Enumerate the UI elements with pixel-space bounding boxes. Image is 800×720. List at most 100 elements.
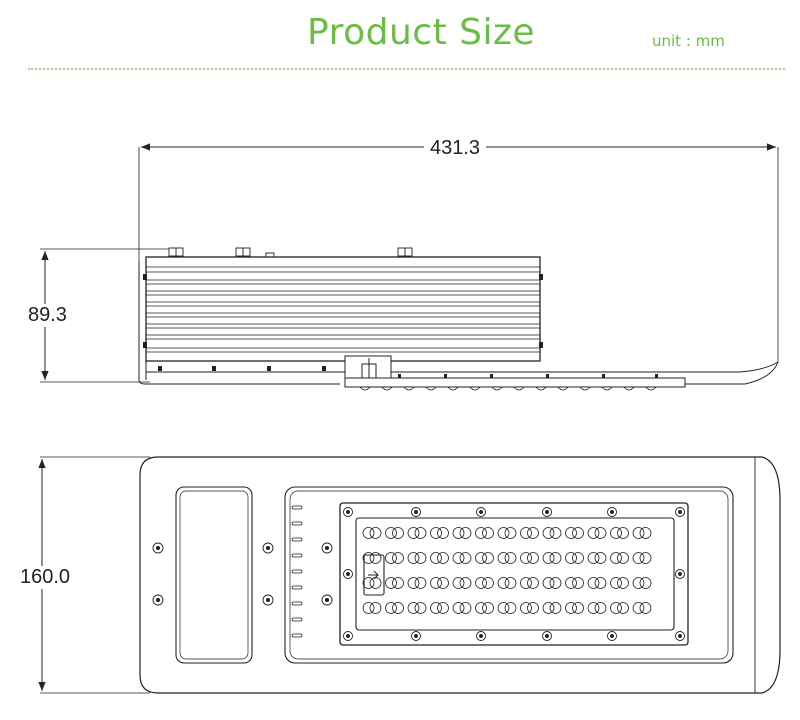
led-lens (520, 602, 532, 614)
led-lens (587, 527, 600, 539)
unit-label: unit : mm (652, 32, 725, 50)
led-lens (430, 552, 442, 564)
led-lens (459, 527, 472, 539)
led-lens (392, 552, 404, 564)
led-lens (437, 577, 449, 589)
led-lens (369, 527, 382, 539)
led-lens (639, 577, 652, 589)
led-lens (497, 552, 510, 564)
led-lens (362, 602, 375, 614)
led-lens (414, 577, 427, 589)
led-lens (407, 577, 420, 589)
led-lens (392, 527, 404, 539)
led-lens (475, 577, 487, 589)
led-lens (617, 577, 629, 589)
led-lens (632, 602, 645, 614)
led-lens (542, 577, 555, 589)
led-lens (572, 577, 584, 589)
led-lens (482, 577, 494, 589)
led-lens (549, 552, 562, 564)
led-lens (565, 527, 577, 539)
led-lens (594, 602, 607, 614)
led-lens (527, 527, 539, 539)
led-lens (362, 527, 375, 539)
led-lens (542, 552, 555, 564)
led-lens (430, 527, 442, 539)
led-lens (504, 602, 517, 614)
led-lens (414, 602, 427, 614)
led-lens (542, 527, 555, 539)
led-lens (639, 552, 652, 564)
led-lens (549, 527, 562, 539)
led-lens (520, 577, 532, 589)
led-lens (369, 552, 382, 564)
led-lens (459, 552, 472, 564)
led-lens (549, 602, 562, 614)
led-lens (610, 527, 622, 539)
led-lens (542, 602, 555, 614)
led-lens (504, 552, 517, 564)
led-lens (504, 527, 517, 539)
led-lens (527, 552, 539, 564)
led-lens (362, 552, 375, 564)
led-lens (459, 602, 472, 614)
led-lens (482, 602, 494, 614)
led-lens (520, 527, 532, 539)
led-lens (369, 602, 382, 614)
led-lens (482, 552, 494, 564)
led-lens (497, 577, 510, 589)
led-lens (610, 577, 622, 589)
led-lens (392, 602, 404, 614)
led-lens (385, 577, 397, 589)
led-lens (385, 602, 397, 614)
led-lens (520, 552, 532, 564)
led-lens (527, 602, 539, 614)
led-lens (639, 602, 652, 614)
led-lens (565, 602, 577, 614)
led-lens (565, 577, 577, 589)
led-lens-grid (362, 527, 652, 614)
led-lens (587, 602, 600, 614)
led-lens (475, 527, 487, 539)
led-lens (475, 552, 487, 564)
led-lens (362, 577, 375, 589)
header-divider (28, 68, 785, 70)
led-lens (369, 577, 382, 589)
led-lens (430, 602, 442, 614)
height-dimension-label: 89.3 (22, 304, 73, 327)
led-lens (587, 577, 600, 589)
led-lens (437, 602, 449, 614)
page-title: Product Size (307, 12, 536, 53)
led-lens (414, 527, 427, 539)
led-lens (430, 577, 442, 589)
led-lens (504, 577, 517, 589)
led-lens (452, 552, 465, 564)
led-lens (482, 527, 494, 539)
led-lens (437, 552, 449, 564)
led-lens (452, 577, 465, 589)
led-lens (497, 602, 510, 614)
led-lens (497, 527, 510, 539)
led-lens (572, 527, 584, 539)
led-lens (437, 527, 449, 539)
led-lens (572, 552, 584, 564)
led-lens (527, 577, 539, 589)
led-lens (459, 577, 472, 589)
led-lens (594, 577, 607, 589)
width-dimension-label: 431.3 (424, 137, 487, 160)
led-lens (639, 527, 652, 539)
led-lens (407, 602, 420, 614)
side-view (40, 143, 779, 391)
led-lens (632, 552, 645, 564)
led-lens (632, 577, 645, 589)
led-lens (549, 577, 562, 589)
led-lens (617, 527, 629, 539)
depth-dimension-label: 160.0 (14, 566, 77, 589)
led-lens (452, 602, 465, 614)
led-lens (572, 602, 584, 614)
bottom-view (38, 456, 781, 694)
led-lens (594, 552, 607, 564)
led-lens (632, 527, 645, 539)
led-lens (407, 552, 420, 564)
